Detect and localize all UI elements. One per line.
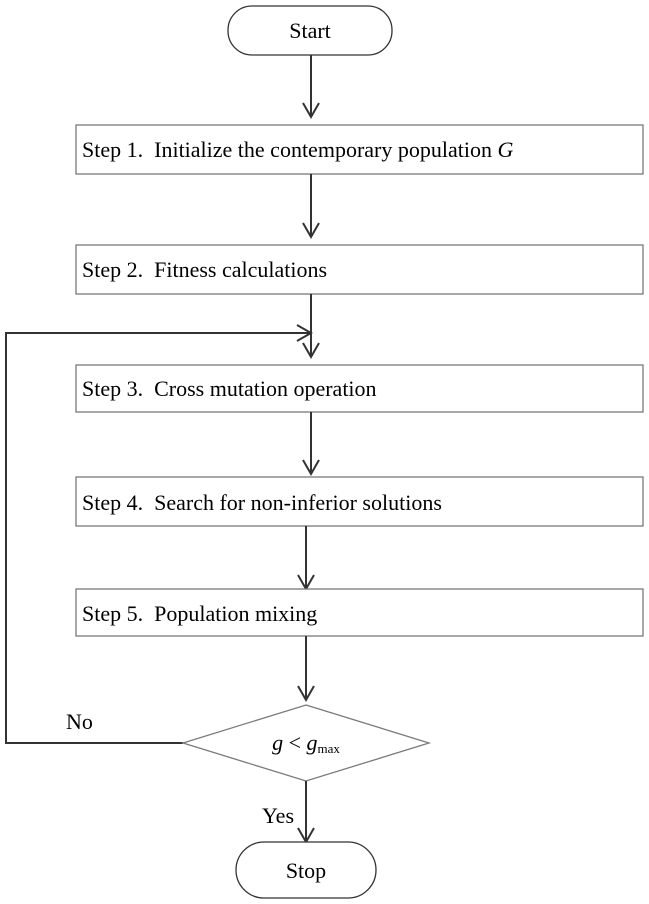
step3-prefix: Step 3.	[82, 376, 143, 401]
step4-label: Search for non-inferior solutions	[154, 490, 442, 515]
step5-text: Step 5. Population mixing	[82, 601, 317, 626]
yes-label: Yes	[262, 803, 294, 828]
stop-node: Stop	[235, 841, 377, 899]
decision-condition: g < gmax	[272, 730, 340, 756]
start-label: Start	[289, 18, 331, 43]
arrow-step4-to-step5	[297, 526, 315, 592]
start-node: Start	[227, 5, 393, 56]
stop-label: Stop	[286, 858, 326, 883]
step2-label: Fitness calculations	[154, 257, 327, 282]
step5-prefix: Step 5.	[82, 601, 143, 626]
max-generation-var: g	[307, 730, 318, 755]
step1-prefix: Step 1.	[82, 137, 143, 162]
arrow-step1-to-step2	[302, 174, 320, 240]
loop-back-arrow	[5, 324, 314, 744]
step5-label: Population mixing	[154, 601, 317, 626]
step4-box: Step 4. Search for non-inferior solutions	[75, 476, 644, 527]
no-label: No	[66, 709, 93, 734]
decision-node: g < gmax	[180, 704, 432, 782]
step1-label: Initialize the contemporary population	[154, 137, 497, 162]
step1-box: Step 1. Initialize the contemporary popul…	[75, 124, 644, 175]
step1-text: Step 1. Initialize the contemporary popul…	[82, 137, 513, 162]
step2-text: Step 2. Fitness calculations	[82, 257, 327, 282]
step3-label: Cross mutation operation	[154, 376, 376, 401]
arrow-step2-to-step3	[302, 294, 320, 360]
step3-text: Step 3. Cross mutation operation	[82, 376, 377, 401]
generation-var: g	[272, 730, 283, 755]
arrow-start-to-step1	[302, 55, 320, 120]
step3-box: Step 3. Cross mutation operation	[75, 364, 644, 413]
step4-prefix: Step 4.	[82, 490, 143, 515]
arrow-decision-to-stop	[297, 781, 315, 845]
step2-box: Step 2. Fitness calculations	[75, 244, 644, 295]
step2-prefix: Step 2.	[82, 257, 143, 282]
arrow-step5-to-decision	[297, 636, 315, 703]
less-than-operator: <	[283, 730, 306, 755]
population-var: G	[497, 137, 513, 162]
step4-text: Step 4. Search for non-inferior solutions	[82, 490, 442, 515]
arrow-step3-to-step4	[302, 412, 320, 477]
max-subscript: max	[318, 741, 341, 756]
step5-box: Step 5. Population mixing	[75, 588, 644, 637]
